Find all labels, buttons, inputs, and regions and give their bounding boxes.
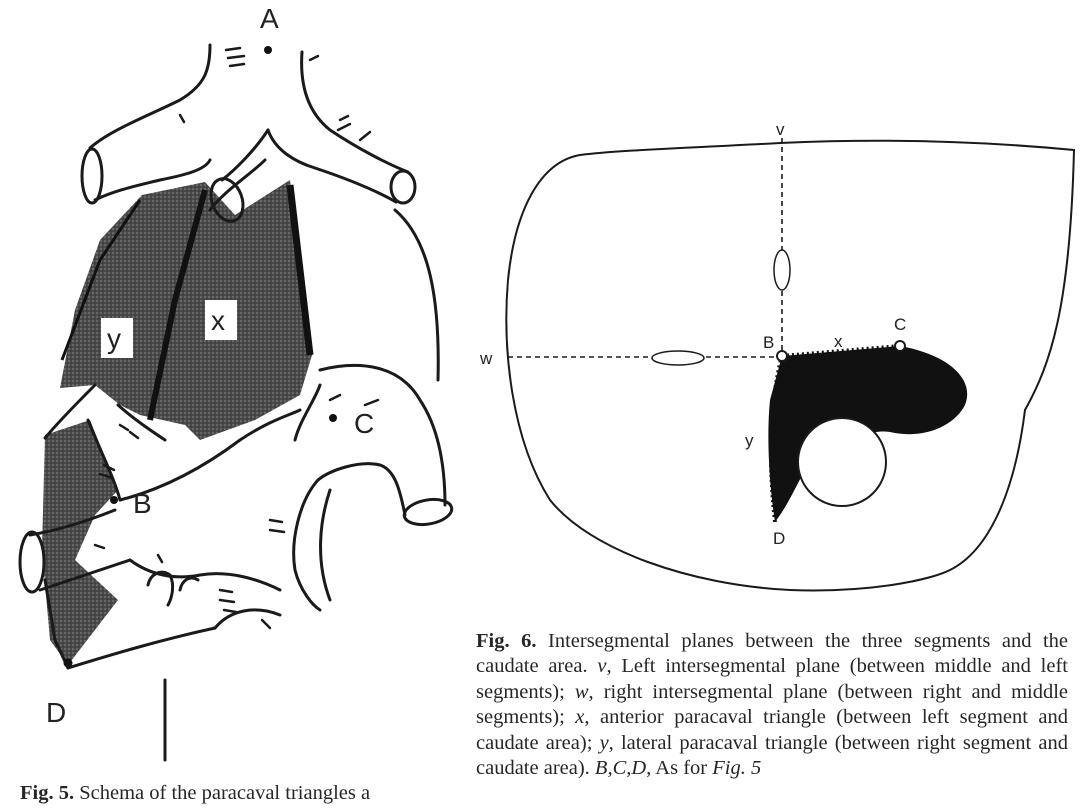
caudate-area — [768, 346, 968, 522]
figure-6-label: Fig. 6. — [476, 630, 537, 652]
caption-6-figure-ref: Fig. 5 — [712, 757, 762, 780]
label-w: w — [479, 349, 493, 368]
divider-line-left — [60, 199, 142, 361]
label-d: D — [46, 697, 66, 728]
label-y: y — [745, 431, 754, 450]
label-b: B — [763, 333, 774, 352]
label-c: C — [894, 315, 906, 334]
caption-6-part-5: , lateral paracaval triangle (between ri… — [476, 731, 1068, 780]
label-d: D — [773, 529, 785, 548]
figure-6-caption: Fig. 6. Intersegmental planes between th… — [476, 629, 1068, 781]
figure-5-schema: A B C D x y — [18, 3, 454, 762]
paracaval-shaded-area-upper — [60, 180, 312, 440]
label-b: B — [133, 488, 152, 519]
lumen-horizontal — [651, 350, 705, 366]
label-c: C — [354, 408, 374, 439]
point-a-marker — [264, 46, 272, 54]
caption-6-symbol-bcd: B,C,D — [594, 757, 647, 780]
vessel-outlines — [18, 43, 454, 762]
caption-6-part-2: , Left intersegmental plane (between mid… — [476, 655, 1068, 703]
caption-6-symbol-w: w — [574, 680, 589, 703]
point-d-marker — [63, 658, 73, 668]
label-v: v — [776, 120, 785, 139]
divider-line-x-y — [147, 189, 208, 421]
figure-5-label: Fig. 5. — [20, 782, 75, 804]
point-b-marker — [110, 496, 118, 504]
caption-6-symbol-v: v — [597, 655, 607, 678]
caption-5-text: Schema of the paracaval triangles a — [79, 782, 371, 804]
paracaval-boundary-y — [768, 355, 784, 523]
figure-5-caption: Fig. 5. Schema of the paracaval triangle… — [20, 781, 480, 806]
caption-6-symbol-y: y — [599, 731, 609, 754]
point-c-marker — [329, 414, 337, 422]
caption-6-part-6: , As for — [646, 757, 708, 780]
divider-line-right — [286, 184, 314, 356]
paracaval-shaded-area-lower — [42, 420, 118, 665]
point-c-marker — [894, 340, 906, 352]
vena-cava-circle — [797, 417, 887, 507]
caption-6-part-1: Intersegmental planes between the three … — [476, 630, 1069, 678]
label-box-y — [101, 318, 133, 358]
label-a: A — [260, 3, 279, 34]
hatch-marks — [93, 46, 380, 630]
point-b-marker — [776, 350, 788, 362]
caption-6-symbol-x: x — [575, 706, 585, 729]
lumen-vertical — [773, 249, 791, 291]
figure-6-diagram: v w B x C y D — [479, 120, 1076, 592]
label-x: x — [834, 332, 843, 351]
label-x: x — [211, 305, 225, 336]
caption-6-part-4: , anterior paracaval triangle (between l… — [476, 706, 1068, 754]
label-box-x — [205, 300, 237, 340]
label-y: y — [107, 323, 121, 354]
caption-6-part-3: , right intersegmental plane (between ri… — [476, 680, 1069, 729]
